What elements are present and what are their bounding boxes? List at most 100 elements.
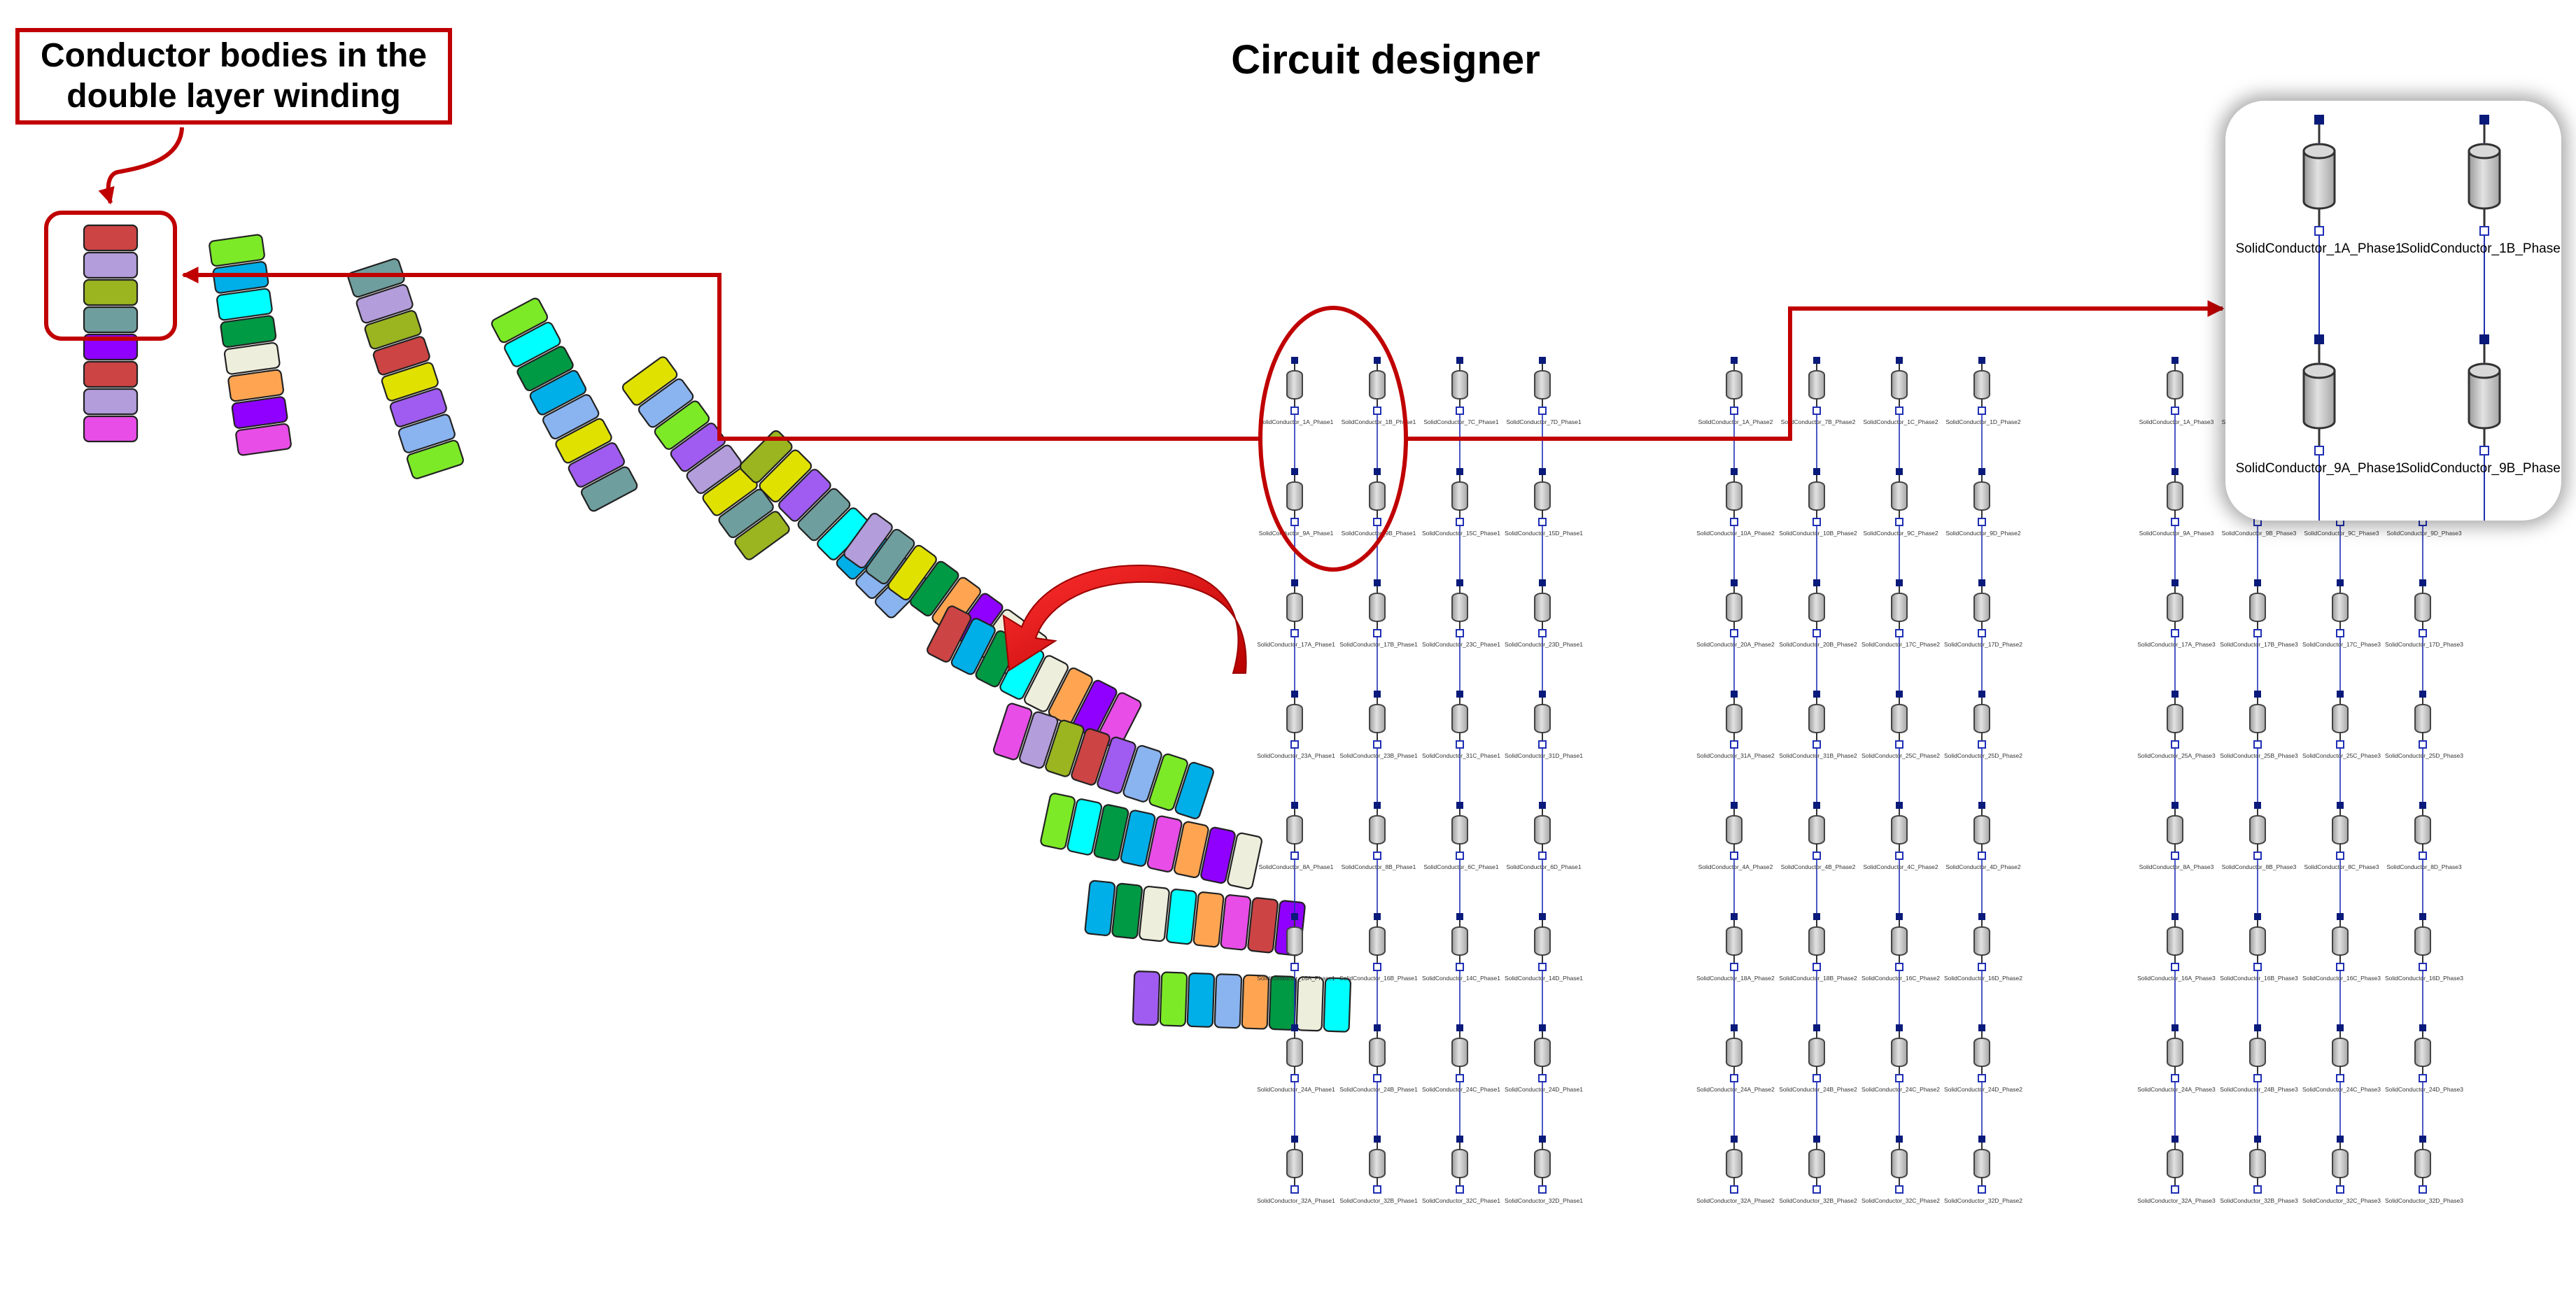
- solid-conductor[interactable]: SolidConductor_24D_Phase1: [1505, 1024, 1583, 1093]
- solid-conductor[interactable]: SolidConductor_15C_Phase1: [1422, 468, 1500, 537]
- solid-conductor[interactable]: SolidConductor_17A_Phase3: [2137, 579, 2216, 648]
- solid-conductor[interactable]: SolidConductor_18A_Phase2: [1696, 913, 1775, 982]
- solid-conductor[interactable]: SolidConductor_9C_Phase2: [1863, 468, 1938, 537]
- solid-conductor[interactable]: SolidConductor_17C_Phase2: [1861, 579, 1940, 648]
- solid-conductor[interactable]: SolidConductor_9B_Phase1: [1342, 468, 1416, 537]
- solid-conductor[interactable]: SolidConductor_16C_Phase2: [1861, 913, 1940, 982]
- node-terminal: [2419, 740, 2427, 749]
- solid-conductor[interactable]: SolidConductor_24B_Phase2: [1779, 1024, 1857, 1093]
- zoom-conductor[interactable]: SolidConductor_1A_Phase1: [2236, 115, 2403, 256]
- node-terminal: [2479, 115, 2489, 125]
- solid-conductor[interactable]: SolidConductor_16A_Phase3: [2137, 913, 2216, 982]
- solid-conductor[interactable]: SolidConductor_25A_Phase3: [2137, 691, 2216, 759]
- node-terminal: [1978, 852, 1986, 860]
- solid-conductor[interactable]: SolidConductor_17A_Phase1: [1257, 579, 1335, 648]
- solid-conductor[interactable]: SolidConductor_31D_Phase1: [1505, 691, 1583, 759]
- solid-conductor[interactable]: SolidConductor_23B_Phase1: [1339, 691, 1418, 759]
- solid-conductor[interactable]: SolidConductor_32D_Phase1: [1505, 1136, 1583, 1204]
- solid-conductor[interactable]: SolidConductor_16A_Phase1: [1257, 913, 1335, 982]
- solid-conductor[interactable]: SolidConductor_14C_Phase1: [1422, 913, 1500, 982]
- solid-conductor[interactable]: SolidConductor_32C_Phase3: [2302, 1136, 2381, 1204]
- solid-conductor[interactable]: SolidConductor_32A_Phase3: [2137, 1136, 2216, 1204]
- solid-conductor[interactable]: SolidConductor_31A_Phase2: [1696, 691, 1775, 759]
- solid-conductor[interactable]: SolidConductor_17B_Phase1: [1339, 579, 1418, 648]
- zoom-conductor[interactable]: SolidConductor_9A_Phase1: [2236, 334, 2403, 476]
- solid-conductor[interactable]: SolidConductor_4B_Phase2: [1781, 802, 1856, 870]
- solid-conductor[interactable]: SolidConductor_23D_Phase1: [1505, 579, 1583, 648]
- solid-conductor[interactable]: SolidConductor_1A_Phase1: [1259, 357, 1334, 425]
- solid-conductor[interactable]: SolidConductor_8A_Phase3: [2139, 802, 2214, 870]
- solid-conductor[interactable]: SolidConductor_6C_Phase1: [1423, 802, 1499, 870]
- solid-conductor[interactable]: SolidConductor_20B_Phase2: [1779, 579, 1857, 648]
- solid-conductor[interactable]: SolidConductor_16D_Phase2: [1944, 913, 2022, 982]
- zoom-conductor[interactable]: SolidConductor_1B_Phase1: [2401, 115, 2561, 256]
- solid-conductor[interactable]: SolidConductor_14D_Phase1: [1505, 913, 1583, 982]
- solid-conductor[interactable]: SolidConductor_20A_Phase2: [1696, 579, 1775, 648]
- solid-conductor[interactable]: SolidConductor_8A_Phase1: [1259, 802, 1334, 870]
- solid-conductor[interactable]: SolidConductor_24B_Phase1: [1339, 1024, 1418, 1093]
- solid-conductor[interactable]: SolidConductor_1B_Phase1: [1342, 357, 1416, 425]
- solid-conductor[interactable]: SolidConductor_24D_Phase3: [2385, 1024, 2463, 1093]
- solid-conductor[interactable]: SolidConductor_17C_Phase3: [2302, 579, 2381, 648]
- solid-conductor[interactable]: SolidConductor_1D_Phase2: [1945, 357, 2021, 425]
- solid-conductor[interactable]: SolidConductor_8B_Phase1: [1342, 802, 1416, 870]
- solid-conductor[interactable]: SolidConductor_32B_Phase3: [2220, 1136, 2298, 1204]
- solid-conductor[interactable]: SolidConductor_10B_Phase2: [1779, 468, 1857, 537]
- solid-conductor[interactable]: SolidConductor_24D_Phase2: [1944, 1024, 2022, 1093]
- solid-conductor[interactable]: SolidConductor_24C_Phase1: [1422, 1024, 1500, 1093]
- solid-conductor[interactable]: SolidConductor_25B_Phase3: [2220, 691, 2298, 759]
- solid-conductor[interactable]: SolidConductor_1A_Phase2: [1698, 357, 1773, 425]
- solid-conductor[interactable]: SolidConductor_17B_Phase3: [2220, 579, 2298, 648]
- solid-conductor[interactable]: SolidConductor_16B_Phase1: [1339, 913, 1418, 982]
- solid-conductor[interactable]: SolidConductor_25D_Phase3: [2385, 691, 2463, 759]
- solid-conductor[interactable]: SolidConductor_32B_Phase1: [1339, 1136, 1418, 1204]
- solid-conductor[interactable]: SolidConductor_17D_Phase3: [2385, 579, 2463, 648]
- solid-conductor[interactable]: SolidConductor_23A_Phase1: [1257, 691, 1335, 759]
- solid-conductor[interactable]: SolidConductor_31B_Phase2: [1779, 691, 1857, 759]
- solid-conductor[interactable]: SolidConductor_24A_Phase2: [1696, 1024, 1775, 1093]
- solid-conductor[interactable]: SolidConductor_25D_Phase2: [1944, 691, 2022, 759]
- solid-conductor[interactable]: SolidConductor_7C_Phase1: [1423, 357, 1499, 425]
- solid-conductor[interactable]: SolidConductor_1A_Phase3: [2139, 357, 2214, 425]
- solid-conductor[interactable]: SolidConductor_7B_Phase2: [1781, 357, 1856, 425]
- solid-conductor[interactable]: SolidConductor_24C_Phase3: [2302, 1024, 2381, 1093]
- solid-conductor[interactable]: SolidConductor_8C_Phase3: [2304, 802, 2379, 870]
- solid-conductor[interactable]: SolidConductor_4D_Phase2: [1945, 802, 2021, 870]
- solid-conductor[interactable]: SolidConductor_32D_Phase3: [2385, 1136, 2463, 1204]
- solid-conductor[interactable]: SolidConductor_4C_Phase2: [1863, 802, 1938, 870]
- solid-conductor[interactable]: SolidConductor_16D_Phase3: [2385, 913, 2463, 982]
- solid-conductor[interactable]: SolidConductor_17D_Phase2: [1944, 579, 2022, 648]
- solid-conductor[interactable]: SolidConductor_4A_Phase2: [1698, 802, 1773, 870]
- solid-conductor[interactable]: SolidConductor_8D_Phase3: [2386, 802, 2462, 870]
- solid-conductor[interactable]: SolidConductor_24A_Phase3: [2137, 1024, 2216, 1093]
- conductor-body: [216, 288, 273, 321]
- solid-conductor[interactable]: SolidConductor_23C_Phase1: [1422, 579, 1500, 648]
- solid-conductor[interactable]: SolidConductor_16B_Phase3: [2220, 913, 2298, 982]
- solid-conductor[interactable]: SolidConductor_1C_Phase2: [1863, 357, 1938, 425]
- solid-conductor[interactable]: SolidConductor_32C_Phase1: [1422, 1136, 1500, 1204]
- solid-conductor[interactable]: SolidConductor_10A_Phase2: [1696, 468, 1775, 537]
- solid-conductor[interactable]: SolidConductor_18B_Phase2: [1779, 913, 1857, 982]
- solid-conductor[interactable]: SolidConductor_31C_Phase1: [1422, 691, 1500, 759]
- solid-conductor[interactable]: SolidConductor_32C_Phase2: [1861, 1136, 1940, 1204]
- solid-conductor[interactable]: SolidConductor_32A_Phase2: [1696, 1136, 1775, 1204]
- solid-conductor[interactable]: SolidConductor_16C_Phase3: [2302, 913, 2381, 982]
- node-terminal: [1813, 852, 1821, 860]
- solid-conductor[interactable]: SolidConductor_25C_Phase2: [1861, 691, 1940, 759]
- solid-conductor[interactable]: SolidConductor_8B_Phase3: [2222, 802, 2297, 870]
- solid-conductor[interactable]: SolidConductor_25C_Phase3: [2302, 691, 2381, 759]
- solid-conductor[interactable]: SolidConductor_9A_Phase3: [2139, 468, 2214, 537]
- solid-conductor[interactable]: SolidConductor_9A_Phase1: [1259, 468, 1334, 537]
- solid-conductor[interactable]: SolidConductor_15D_Phase1: [1505, 468, 1583, 537]
- solid-conductor[interactable]: SolidConductor_24C_Phase2: [1861, 1024, 1940, 1093]
- solid-conductor[interactable]: SolidConductor_32D_Phase2: [1944, 1136, 2022, 1204]
- solid-conductor[interactable]: SolidConductor_9D_Phase2: [1945, 468, 2021, 537]
- conductor-label: SolidConductor_9D_Phase2: [1945, 530, 2021, 537]
- solid-conductor[interactable]: SolidConductor_32B_Phase2: [1779, 1136, 1857, 1204]
- solid-conductor[interactable]: SolidConductor_6D_Phase1: [1506, 802, 1582, 870]
- zoom-conductor[interactable]: SolidConductor_9B_Phase1: [2401, 334, 2561, 476]
- solid-conductor[interactable]: SolidConductor_32A_Phase1: [1257, 1136, 1335, 1204]
- solid-conductor[interactable]: SolidConductor_7D_Phase1: [1506, 357, 1582, 425]
- solid-conductor[interactable]: SolidConductor_24A_Phase1: [1257, 1024, 1335, 1093]
- solid-conductor[interactable]: SolidConductor_24B_Phase3: [2220, 1024, 2298, 1093]
